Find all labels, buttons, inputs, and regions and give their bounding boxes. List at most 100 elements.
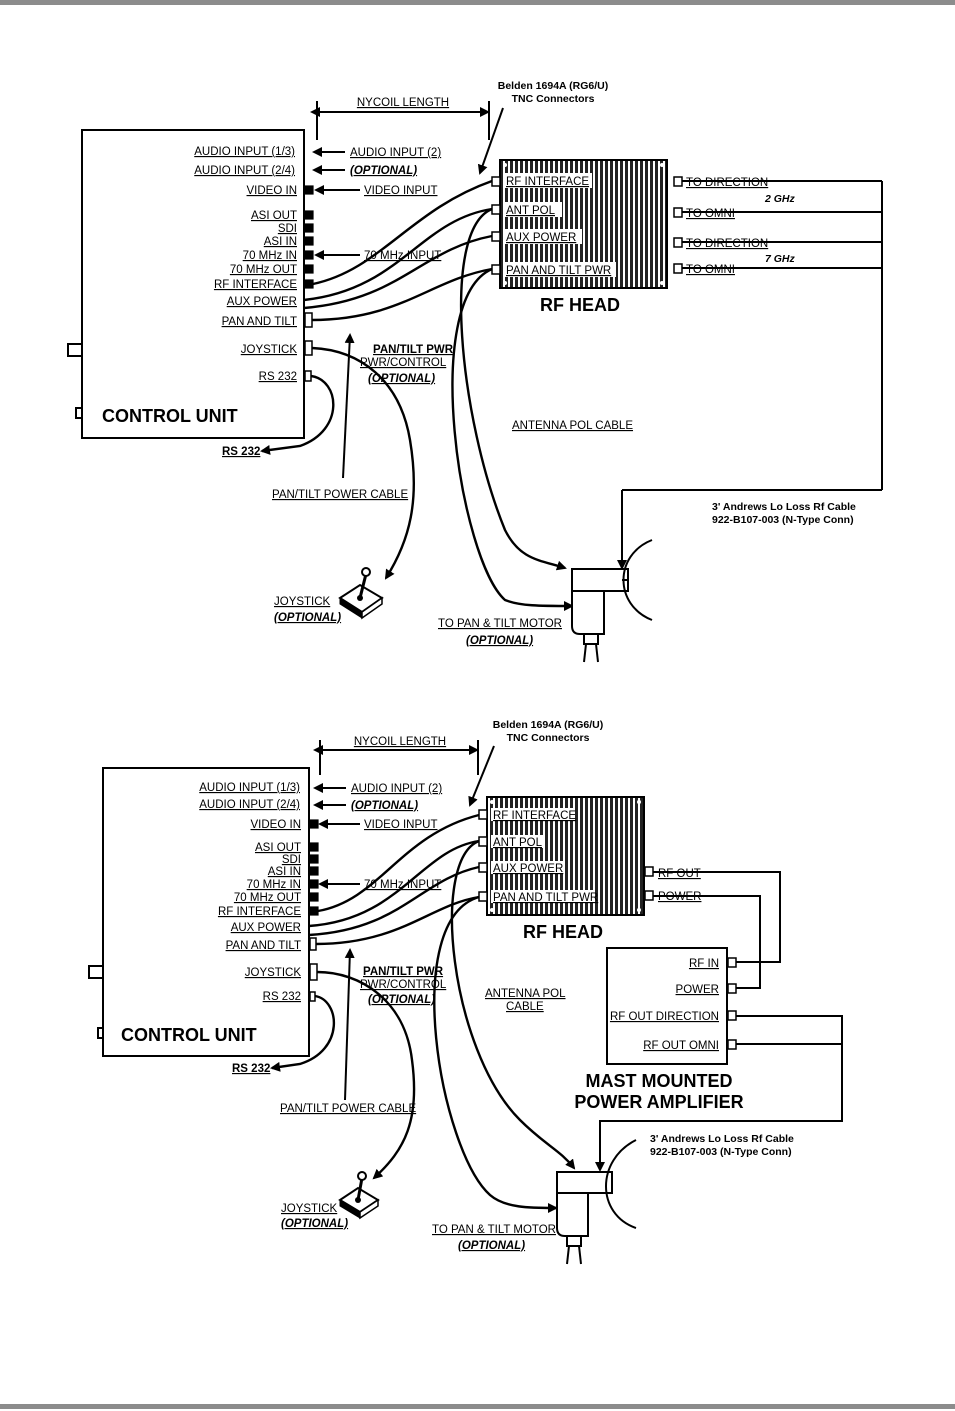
belden-label-1a: Belden 1694A (RG6/U) bbox=[498, 80, 608, 92]
d2-audio-input-2: AUDIO INPUT (2) bbox=[351, 783, 442, 795]
cu2-70mhz-in-port bbox=[309, 879, 319, 889]
d1-antenna-pol-cable: ANTENNA POL CABLE bbox=[512, 420, 633, 432]
d1-joystick-label: JOYSTICK bbox=[274, 596, 331, 608]
joystick-icon bbox=[338, 1171, 380, 1220]
d1-70mhz-input: 70 MHz INPUT bbox=[364, 250, 441, 262]
d1-andrews-2: 922-B107-003 (N-Type Conn) bbox=[712, 514, 854, 526]
d1-pan-tilt-pwr-2: PWR/CONTROL bbox=[360, 357, 447, 369]
cu2-side-connector bbox=[88, 965, 104, 979]
cu1-70mhz-in-port bbox=[304, 250, 314, 260]
rf2-aux-power-label: AUX POWER bbox=[493, 863, 563, 875]
cu2-asi-in-label: ASI IN bbox=[268, 866, 301, 878]
d1-pan-tilt-power-cable: PAN/TILT POWER CABLE bbox=[272, 489, 408, 501]
amp-rf-out-omni-label: RF OUT OMNI bbox=[643, 1040, 719, 1052]
d1-to-direction-1: TO DIRECTION bbox=[686, 177, 768, 189]
cu2-rs232-label: RS 232 bbox=[263, 991, 301, 1003]
cu1-side-notch bbox=[75, 407, 83, 419]
rf2-rf-interface-port bbox=[478, 809, 488, 820]
d2-to-motor: TO PAN & TILT MOTOR bbox=[432, 1224, 556, 1236]
cu1-asi-out-label: ASI OUT bbox=[251, 210, 297, 222]
rf1-pan-tilt-pwr-port bbox=[491, 264, 501, 275]
amp-power-label: POWER bbox=[676, 984, 719, 996]
cu2-audio-input-13-label: AUDIO INPUT (1/3) bbox=[199, 782, 300, 794]
amp-rf-out-direction-label: RF OUT DIRECTION bbox=[610, 1011, 719, 1023]
rf2-power-port bbox=[644, 890, 654, 901]
rf1-aux-power-label: AUX POWER bbox=[506, 232, 576, 244]
rf1-out-port-1 bbox=[673, 176, 683, 187]
d2-70mhz-input: 70 MHz INPUT bbox=[364, 879, 441, 891]
cu1-rs232-port bbox=[304, 370, 312, 382]
power-amplifier: RF IN POWER RF OUT DIRECTION RF OUT OMNI… bbox=[574, 947, 744, 1112]
belden-label-1b: TNC Connectors bbox=[512, 93, 595, 105]
cu2-rs232-port bbox=[309, 991, 316, 1002]
rf1-pan-tilt-pwr-label: PAN AND TILT PWR bbox=[506, 265, 611, 277]
cu1-70mhz-out-port bbox=[304, 264, 314, 274]
d2-rs232-arrow-label: RS 232 bbox=[232, 1063, 270, 1075]
d1-rs232-arrow-label: RS 232 bbox=[222, 446, 260, 458]
rf1-rf-interface-label: RF INTERFACE bbox=[506, 176, 589, 188]
control-unit-2: CONTROL UNIT AUDIO INPUT (1/3) AUDIO INP… bbox=[88, 767, 319, 1057]
rf2-rf-interface-label: RF INTERFACE bbox=[493, 810, 576, 822]
d1-to-direction-2: TO DIRECTION bbox=[686, 238, 768, 250]
cu2-70mhz-out-port bbox=[309, 892, 319, 902]
d2-optional: (OPTIONAL) bbox=[351, 800, 418, 812]
rf2-aux-power-port bbox=[478, 862, 488, 873]
top-rule bbox=[0, 0, 955, 5]
cu2-pan-and-tilt-port bbox=[309, 937, 317, 951]
rf1-out-port-2 bbox=[673, 207, 683, 218]
cu1-video-in-label: VIDEO IN bbox=[247, 185, 297, 197]
cu2-asi-out-port bbox=[309, 842, 319, 852]
control-unit-1-title: CONTROL UNIT bbox=[102, 406, 238, 426]
amp-power-port bbox=[727, 983, 737, 994]
rf2-ant-pol-port bbox=[478, 836, 488, 847]
cu2-sdi-port bbox=[309, 854, 319, 864]
cu1-aux-power-label: AUX POWER bbox=[227, 296, 297, 308]
cu2-pan-and-tilt-label: PAN AND TILT bbox=[226, 940, 301, 952]
cu2-sdi-label: SDI bbox=[282, 854, 301, 866]
d1-andrews-1: 3' Andrews Lo Loss Rf Cable bbox=[712, 501, 856, 513]
cu2-70mhz-out-label: 70 MHz OUT bbox=[234, 892, 301, 904]
rf2-pan-tilt-pwr-label: PAN AND TILT PWR bbox=[493, 892, 598, 904]
cu2-rf-interface-label: RF INTERFACE bbox=[218, 906, 301, 918]
cu1-asi-in-port bbox=[304, 236, 314, 246]
cu1-asi-out-port bbox=[304, 210, 314, 220]
rf1-aux-power-port bbox=[491, 231, 501, 242]
amp-rf-out-direction-port bbox=[727, 1010, 737, 1021]
d1-band-7ghz: 7 GHz bbox=[765, 253, 796, 265]
cu1-pan-and-tilt-port bbox=[304, 312, 313, 328]
control-unit-2-title: CONTROL UNIT bbox=[121, 1025, 257, 1045]
cu2-video-in-label: VIDEO IN bbox=[251, 819, 301, 831]
d1-audio-input-2: AUDIO INPUT (2) bbox=[350, 147, 441, 159]
rf1-rf-interface-port bbox=[491, 176, 501, 187]
cu1-rf-interface-label: RF INTERFACE bbox=[214, 279, 297, 291]
d2-pan-tilt-pwr-2: PWR/CONTROL bbox=[360, 979, 447, 991]
cu2-asi-out-label: ASI OUT bbox=[255, 842, 301, 854]
cu2-aux-power-label: AUX POWER bbox=[231, 922, 301, 934]
cu2-70mhz-in-label: 70 MHz IN bbox=[247, 879, 301, 891]
d2-to-motor-optional: (OPTIONAL) bbox=[458, 1240, 525, 1252]
diagram-2: CONTROL UNIT AUDIO INPUT (1/3) AUDIO INP… bbox=[88, 719, 843, 1265]
amp-rf-in-label: RF IN bbox=[689, 958, 719, 970]
belden-label-2b: TNC Connectors bbox=[507, 732, 590, 744]
cu1-side-connector bbox=[67, 343, 83, 357]
rf1-out-port-3 bbox=[673, 237, 683, 248]
d1-to-omni-1: TO OMNI bbox=[686, 208, 735, 220]
nycoil-length-2: NYCOIL LENGTH bbox=[354, 736, 446, 748]
d2-antenna-pol-2: CABLE bbox=[506, 1001, 544, 1013]
rf-head-2-title: RF HEAD bbox=[523, 922, 603, 942]
rf-head-2: RF INTERFACE ANT POL AUX POWER PAN AND T… bbox=[478, 796, 654, 942]
cu1-joystick-port bbox=[304, 340, 313, 356]
rf1-out-port-4 bbox=[673, 263, 683, 274]
d2-pan-tilt-pwr-1: PAN/TILT PWR bbox=[363, 966, 444, 978]
control-unit-1: CONTROL UNIT AUDIO INPUT (1/3) AUDIO INP… bbox=[67, 129, 314, 439]
d1-band-2ghz: 2 GHz bbox=[764, 193, 796, 205]
cu1-sdi-port bbox=[304, 223, 314, 233]
d2-andrews-2: 922-B107-003 (N-Type Conn) bbox=[650, 1146, 792, 1158]
cu1-audio-input-24-label: AUDIO INPUT (2/4) bbox=[194, 165, 295, 177]
rf-head-1-title: RF HEAD bbox=[540, 295, 620, 315]
d2-pan-tilt-pwr-3: (OPTIONAL) bbox=[368, 994, 435, 1006]
nycoil-length-1: NYCOIL LENGTH bbox=[357, 97, 449, 109]
amp-rf-in-port bbox=[727, 957, 737, 968]
d2-pan-tilt-power-cable: PAN/TILT POWER CABLE bbox=[280, 1103, 416, 1115]
